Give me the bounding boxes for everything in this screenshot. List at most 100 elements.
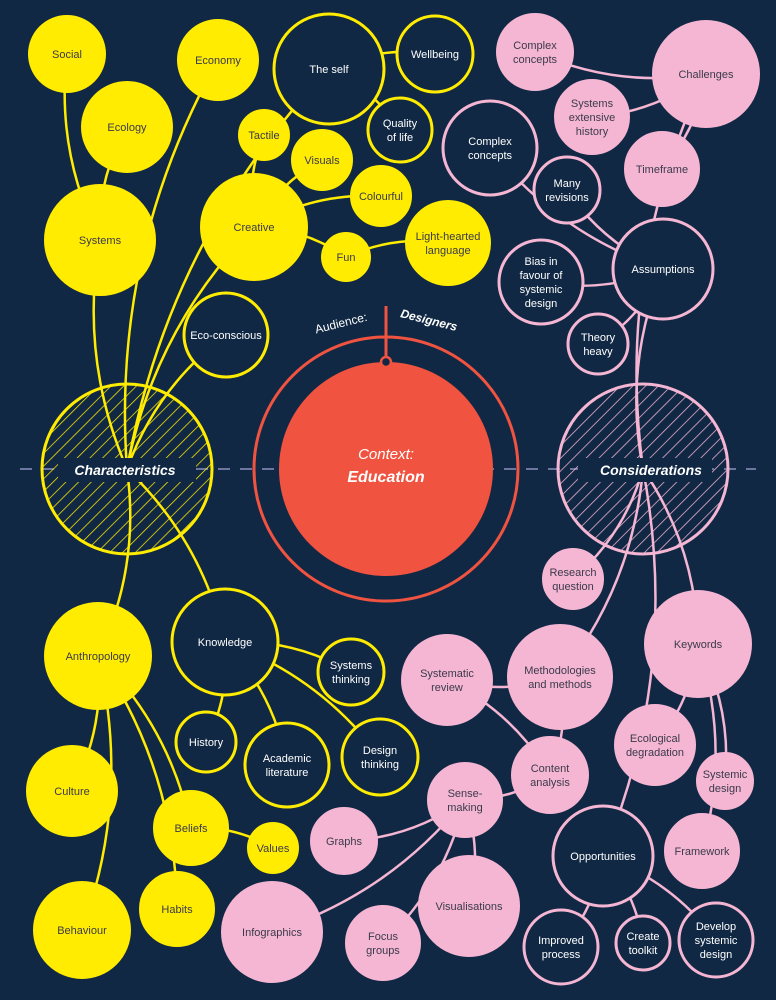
node-timeframe[interactable]: Timeframe: [624, 131, 700, 207]
node-visuals[interactable]: Visuals: [291, 129, 353, 191]
node-framework[interactable]: Framework: [664, 813, 740, 889]
node-circle: [272, 12, 386, 126]
node-behaviour[interactable]: Behaviour: [33, 881, 131, 979]
node-circle: [366, 96, 434, 164]
node-label: Framework: [674, 846, 730, 858]
hub-characteristics-label: Characteristics: [74, 462, 175, 478]
node-circle: [350, 165, 412, 227]
node-circle: [511, 736, 589, 814]
node-circle: [554, 79, 630, 155]
node-the-self[interactable]: The self: [272, 12, 386, 126]
hub-considerations-label: Considerations: [600, 462, 702, 478]
node-circle: [340, 717, 420, 797]
node-focus-groups[interactable]: Focus groups: [345, 905, 421, 981]
node-circle: [611, 217, 715, 321]
node-culture[interactable]: Culture: [26, 745, 118, 837]
node-circle: [247, 822, 299, 874]
node-circle: [677, 901, 755, 979]
node-social[interactable]: Social: [28, 15, 106, 93]
node-label: Visuals: [304, 155, 340, 167]
node-label: Bias in: [524, 256, 557, 268]
node-eco-conscious[interactable]: Eco-conscious: [182, 291, 270, 379]
node-circle: [170, 587, 280, 697]
context-center: Context: Education Audience: Designers: [252, 306, 520, 603]
node-label: Creative: [234, 222, 275, 234]
node-label: extensive: [569, 112, 615, 124]
node-label: Focus: [368, 931, 398, 943]
node-label: design: [700, 949, 732, 961]
node-circle: [551, 804, 655, 908]
node-label: process: [542, 949, 581, 961]
node-label: groups: [366, 945, 400, 957]
node-opportunities[interactable]: Opportunities: [551, 804, 655, 908]
hub-considerations[interactable]: Considerations: [556, 382, 730, 556]
node-label: Light-hearted: [416, 231, 481, 243]
node-circle: [28, 15, 106, 93]
node-circle: [345, 905, 421, 981]
node-keywords[interactable]: Keywords: [644, 590, 752, 698]
node-habits[interactable]: Habits: [139, 871, 215, 947]
node-creative[interactable]: Creative: [200, 173, 308, 281]
node-label: analysis: [530, 777, 570, 789]
node-assumptions[interactable]: Assumptions: [611, 217, 715, 321]
node-circle: [441, 99, 539, 197]
hub-characteristics[interactable]: Characteristics: [40, 382, 214, 556]
node-graphs[interactable]: Graphs: [310, 807, 378, 875]
node-label: Eco-conscious: [190, 330, 262, 342]
node-wellbeing[interactable]: Wellbeing: [395, 14, 475, 94]
node-fun[interactable]: Fun: [321, 232, 371, 282]
node-ecology[interactable]: Ecology: [81, 81, 173, 173]
node-label: Improved: [538, 935, 584, 947]
node-visualisations[interactable]: Visualisations: [418, 855, 520, 957]
node-knowledge[interactable]: Knowledge: [170, 587, 280, 697]
node-label: Develop: [696, 921, 736, 933]
node-beliefs[interactable]: Beliefs: [153, 790, 229, 866]
node-systems[interactable]: Systems: [44, 184, 156, 296]
node-label: Research: [549, 567, 596, 579]
node-values[interactable]: Values: [247, 822, 299, 874]
node-label: Habits: [161, 904, 193, 916]
node-label: history: [576, 126, 609, 138]
node-sense-making[interactable]: Sense-making: [427, 762, 503, 838]
node-circle: [542, 548, 604, 610]
node-label: systemic: [520, 284, 563, 296]
node-tactile[interactable]: Tactile: [238, 109, 290, 161]
node-systems-history[interactable]: Systems extensive history: [554, 79, 630, 155]
node-challenges[interactable]: Challenges: [652, 20, 760, 128]
node-label: Ecology: [107, 122, 147, 134]
node-anthropology[interactable]: Anthropology: [44, 602, 152, 710]
node-improved-process[interactable]: Improved process: [522, 908, 600, 986]
node-label: Methodologies: [524, 665, 596, 677]
node-circle: [427, 762, 503, 838]
node-label: Systematic: [420, 668, 474, 680]
node-economy[interactable]: Economy: [177, 19, 259, 101]
node-circle: [139, 871, 215, 947]
node-label: Systems: [571, 98, 614, 110]
node-history[interactable]: History: [174, 710, 238, 774]
node-colourful[interactable]: Colourful: [350, 165, 412, 227]
node-infographics[interactable]: Infographics: [221, 881, 323, 983]
node-label: Theory: [581, 332, 616, 344]
node-circle: [321, 232, 371, 282]
node-circle: [153, 790, 229, 866]
